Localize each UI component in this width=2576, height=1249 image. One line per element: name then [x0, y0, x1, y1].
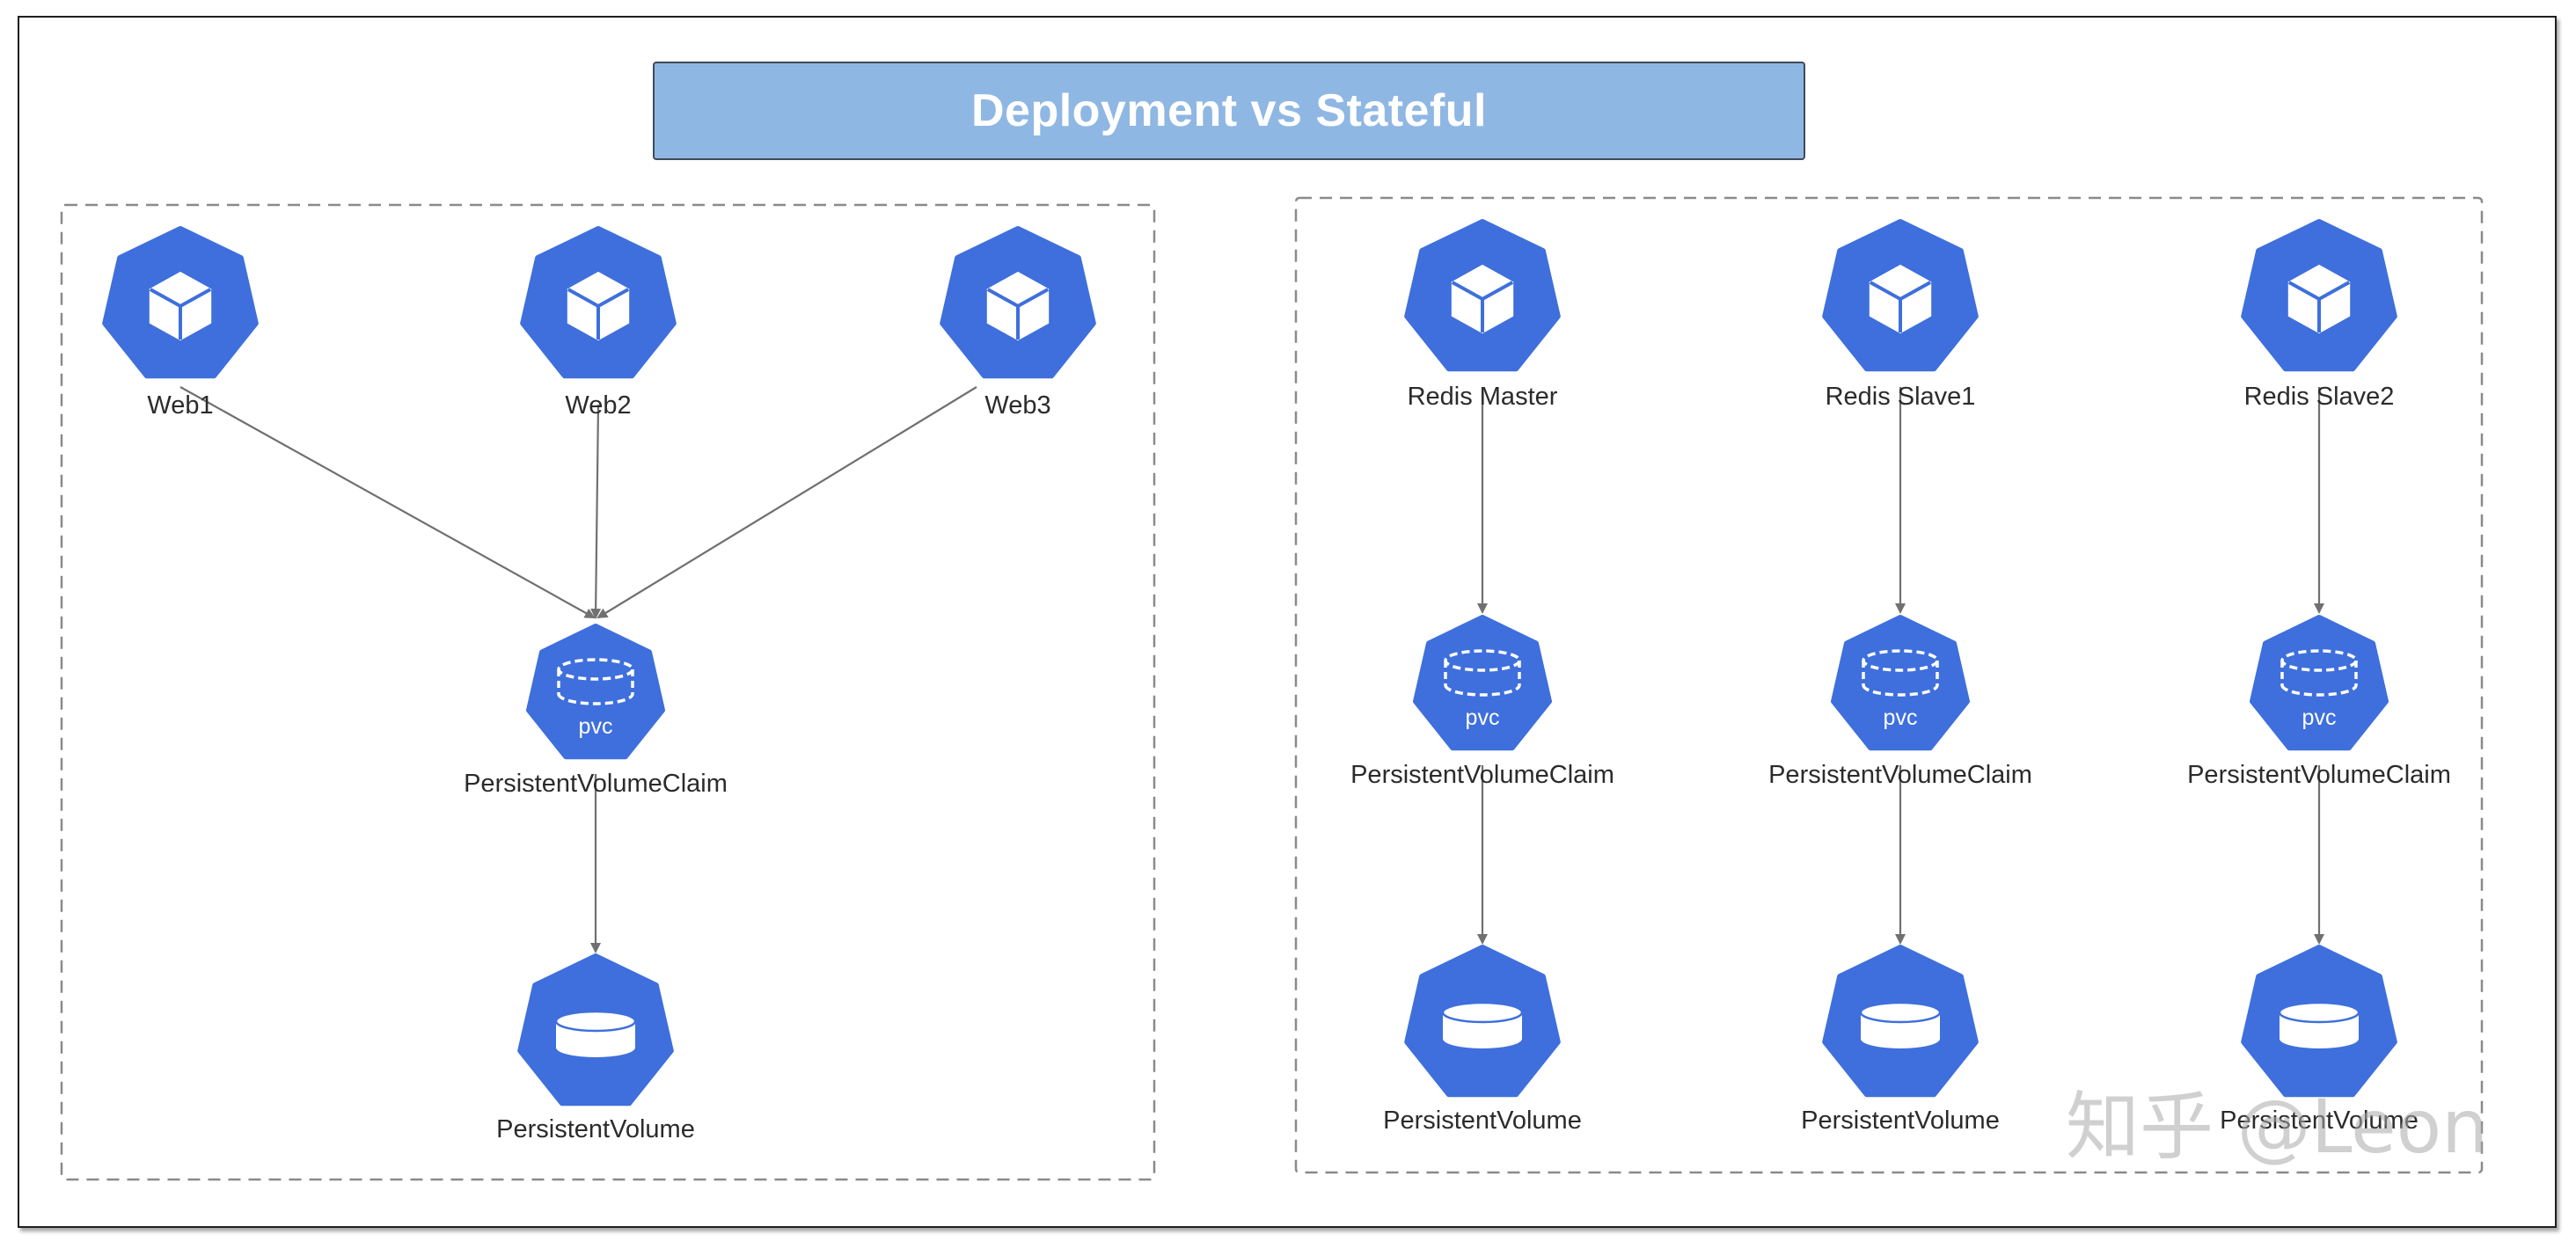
pvc-badge-label: pvc [1466, 705, 1500, 730]
node-label: Redis Slave2 [2244, 383, 2395, 411]
node-master: Redis Master [1404, 219, 1561, 411]
pvc-icon: pvc [557, 658, 634, 739]
pvc-icon: pvc [1444, 649, 1521, 730]
pod-cube-icon [149, 271, 212, 341]
node-label: Redis Slave1 [1826, 383, 1976, 411]
pv-disk-icon [1859, 1001, 1942, 1048]
node-label: PersistentVolumeClaim [1350, 761, 1614, 789]
pod-cube-icon [2287, 264, 2351, 334]
node-label: Web1 [147, 391, 213, 420]
node-pv: PersistentVolume [496, 953, 695, 1143]
node-web2: Web2 [520, 226, 677, 420]
diagram-frame [18, 16, 2557, 1228]
node-label: PersistentVolume [496, 1115, 695, 1143]
pv-disk-icon [1441, 1001, 1524, 1048]
watermark: 知乎 @Leon [2066, 1084, 2488, 1170]
pv-disk-icon [554, 1010, 637, 1057]
node-label: PersistentVolumeClaim [2187, 761, 2451, 789]
node-label: PersistentVolume [2220, 1107, 2419, 1135]
pod-cube-icon [1869, 264, 1932, 334]
heptagon-shape [1413, 615, 1552, 751]
node-pv1: PersistentVolume [1383, 945, 1582, 1135]
node-label: PersistentVolumeClaim [1768, 761, 2032, 789]
edge-arrow [596, 386, 977, 619]
pod-cube-icon [986, 271, 1050, 341]
node-pv2: PersistentVolume [1801, 945, 2000, 1135]
node-label: Web3 [984, 391, 1050, 420]
node-label: Web2 [565, 391, 631, 420]
pvc-icon: pvc [2280, 649, 2358, 730]
edges [179, 386, 2324, 953]
node-label: PersistentVolume [1383, 1107, 1582, 1135]
node-label: PersistentVolume [1801, 1107, 2000, 1135]
heptagon-shape [526, 624, 665, 760]
node-label: Redis Master [1408, 383, 1558, 411]
node-web1: Web1 [102, 226, 259, 420]
edge-arrow [590, 404, 602, 619]
node-pv3: PersistentVolume [2220, 945, 2419, 1135]
heptagon-shape [2250, 615, 2389, 751]
pod-cube-icon [1451, 264, 1514, 334]
node-slave1: Redis Slave1 [1822, 219, 1979, 411]
pvc-badge-label: pvc [2302, 705, 2337, 730]
pvc-icon: pvc [1862, 649, 1939, 730]
node-label: PersistentVolumeClaim [464, 770, 728, 798]
pod-cube-icon [567, 271, 630, 341]
diagram-title: Deployment vs Stateful [653, 62, 1805, 160]
pvc-badge-label: pvc [579, 714, 613, 739]
node-slave2: Redis Slave2 [2241, 219, 2397, 411]
pv-disk-icon [2278, 1001, 2360, 1048]
node-web3: Web3 [940, 226, 1096, 420]
heptagon-shape [1831, 615, 1970, 751]
pvc-badge-label: pvc [1884, 705, 1918, 730]
edge-arrow [179, 386, 596, 618]
statefulset-group [1294, 196, 2484, 1174]
